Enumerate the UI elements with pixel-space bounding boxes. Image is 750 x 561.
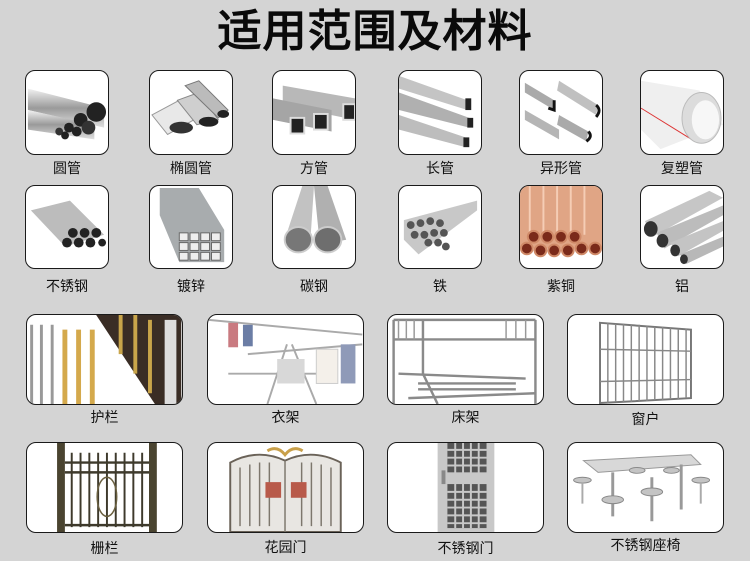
card-label: 铝 (675, 279, 689, 295)
card-label: 复塑管 (661, 161, 703, 177)
aluminum-pipe-icon (643, 190, 723, 265)
card-oval-pipe[interactable] (149, 70, 233, 155)
card-fence[interactable] (26, 442, 183, 533)
bed-frame-icon (392, 318, 537, 404)
card-label: 花园门 (264, 540, 307, 556)
round-pipe-icon (27, 88, 107, 140)
stainless-table-seat-icon (573, 454, 711, 522)
card-label: 碳钢 (300, 279, 328, 295)
card-label: 衣架 (271, 410, 300, 426)
card-label: 异形管 (540, 161, 582, 177)
card-plastic-pipe[interactable] (640, 70, 724, 155)
carbon-steel-pipe-icon (283, 186, 347, 254)
card-copper[interactable] (519, 185, 603, 269)
iron-pipe-icon (403, 200, 478, 255)
card-galvanized[interactable] (149, 185, 233, 269)
card-clothes-rack[interactable] (207, 314, 364, 405)
copper-pipe-icon (520, 186, 602, 258)
card-label: 不锈钢座椅 (610, 538, 681, 554)
card-label: 窗户 (631, 412, 660, 428)
card-label: 紫铜 (547, 279, 575, 295)
card-label: 不锈钢 (46, 279, 88, 295)
card-window-guard[interactable] (567, 314, 724, 405)
card-garden-gate[interactable] (207, 442, 364, 533)
card-bed-frame[interactable] (387, 314, 544, 405)
card-label: 椭圆管 (170, 161, 212, 177)
card-stainless[interactable] (25, 185, 109, 269)
card-profile-pipe[interactable] (519, 70, 603, 155)
galvanized-pipe-icon (159, 187, 225, 263)
page-title: 适用范围及材料 (217, 6, 533, 57)
card-label: 不锈钢门 (437, 541, 494, 557)
stainless-door-icon (437, 443, 495, 532)
card-aluminum[interactable] (640, 185, 724, 269)
profile-pipe-icon (524, 80, 601, 143)
card-railing[interactable] (26, 314, 183, 405)
plastic-composite-pipe-icon (641, 80, 723, 150)
card-label: 护栏 (90, 410, 119, 426)
card-round-pipe[interactable] (25, 70, 109, 155)
rectangular-pipe-icon (399, 75, 474, 148)
card-label: 圆管 (53, 161, 81, 177)
fence-icon (57, 443, 157, 532)
card-stainless-door[interactable] (387, 442, 544, 533)
card-label: 长管 (426, 161, 454, 177)
window-guard-icon (599, 321, 692, 404)
card-rect-pipe[interactable] (398, 70, 482, 155)
card-label: 方管 (300, 161, 328, 177)
card-label: 镀锌 (177, 279, 205, 295)
card-table-seat[interactable] (567, 442, 724, 533)
card-square-pipe[interactable] (272, 70, 356, 155)
clothes-rack-icon (208, 318, 363, 404)
card-carbon[interactable] (272, 185, 356, 269)
oval-pipe-icon (151, 80, 230, 136)
card-label: 铁 (433, 279, 447, 295)
garden-gate-icon (229, 447, 342, 532)
railing-icon (30, 315, 182, 404)
card-label: 栅栏 (90, 541, 119, 557)
card-iron[interactable] (398, 185, 482, 269)
card-label: 床架 (451, 410, 480, 426)
stainless-steel-pipe-icon (30, 200, 107, 248)
square-pipe-icon (273, 85, 355, 135)
